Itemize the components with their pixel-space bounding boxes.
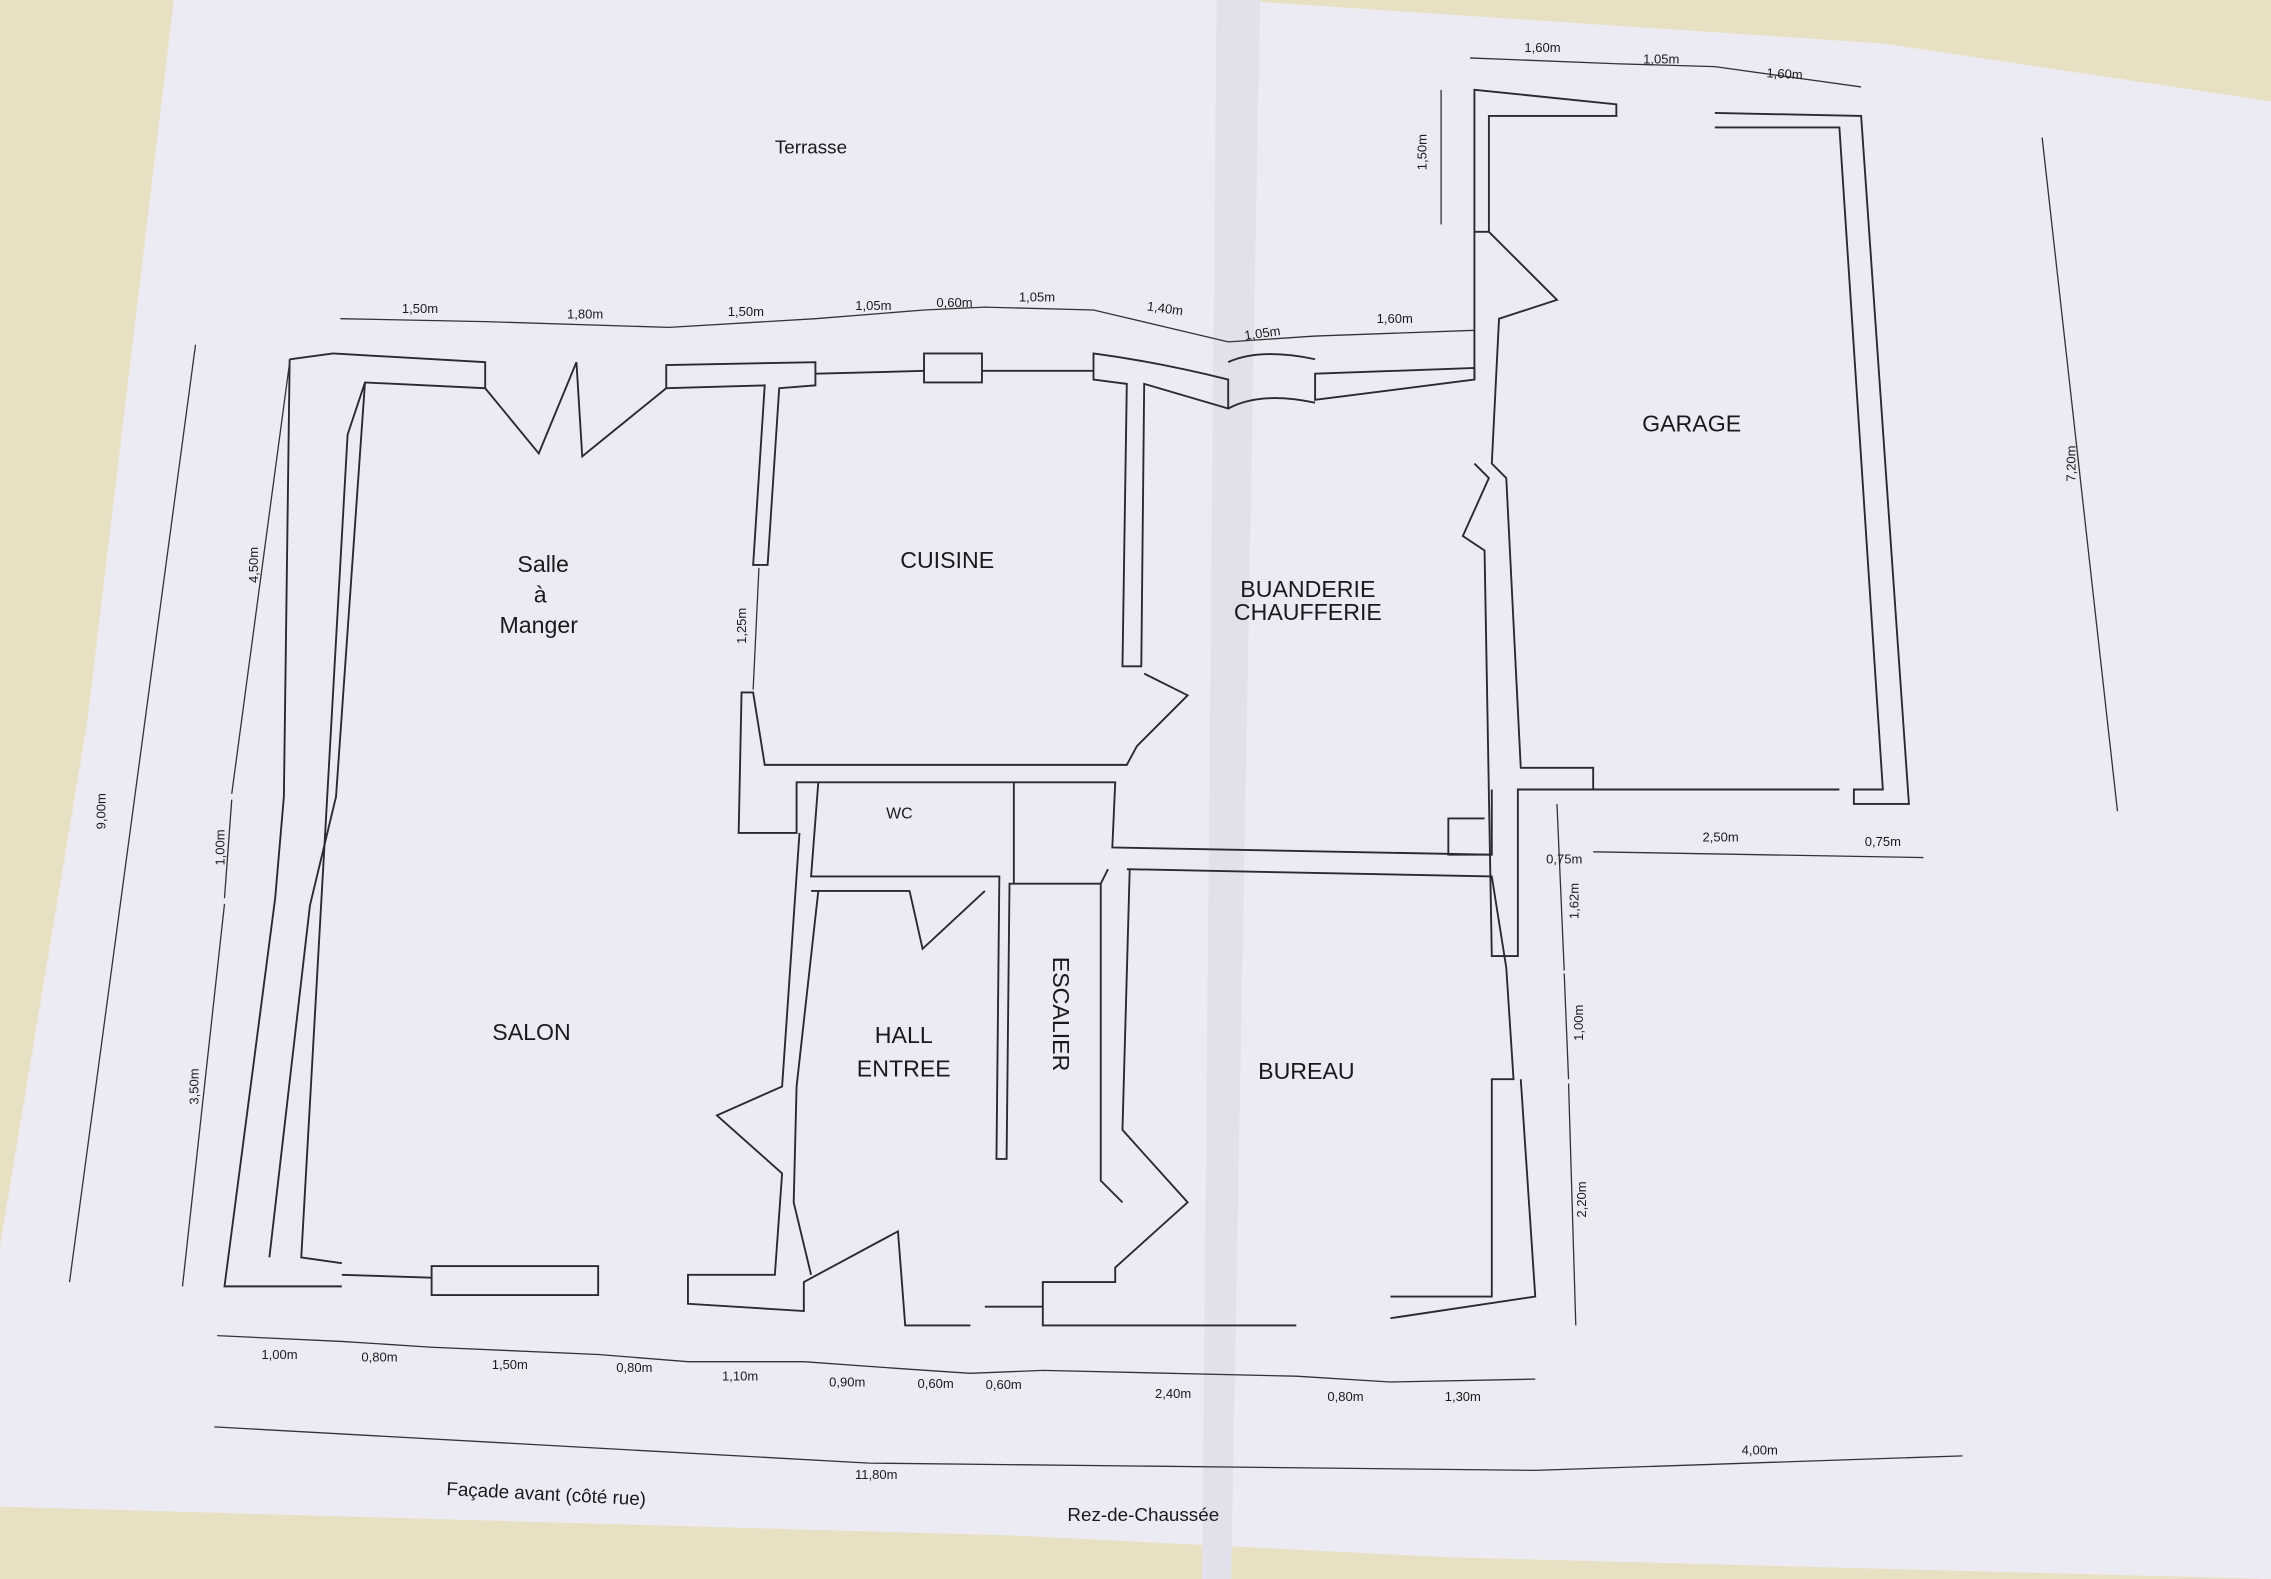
- dimension-label: 1,05m: [855, 298, 891, 313]
- dimension-label: 1,30m: [1445, 1389, 1481, 1404]
- dimension-labels: 1,50m 1,80m 1,50m 1,05m 0,60m 1,05m 1,40m 1,05m…: [94, 40, 2079, 1482]
- room-labels: Salle à Manger CUISINE BUANDERIE CHAUFFE…: [492, 411, 1741, 1085]
- dimension-label: 1,60m: [1766, 65, 1803, 82]
- dimension-label: 7,20m: [2063, 445, 2078, 481]
- dimension-label: 1,62m: [1567, 883, 1582, 919]
- dimension-label: 1,10m: [722, 1369, 758, 1384]
- dimension-label: 1,50m: [492, 1357, 528, 1372]
- room-bureau: BUREAU: [1258, 1058, 1355, 1084]
- dimension-label: 1,50m: [1415, 134, 1430, 170]
- room-escalier: ESCALIER: [1048, 957, 1074, 1072]
- room-hall: HALL: [875, 1022, 933, 1048]
- dimension-label: 4,50m: [246, 547, 261, 583]
- dimension-label: 1,60m: [1377, 311, 1413, 326]
- note-level: Rez-de-Chaussée: [1067, 1504, 1219, 1525]
- dimension-label: 0,75m: [1546, 851, 1582, 866]
- room-buanderie: CHAUFFERIE: [1234, 599, 1382, 625]
- dimension-label: 0,75m: [1865, 834, 1901, 849]
- dimension-label: 4,00m: [1742, 1442, 1778, 1457]
- dimension-label: 1,05m: [1643, 52, 1679, 67]
- dimension-label: 1,25m: [734, 608, 749, 644]
- room-buanderie: BUANDERIE: [1240, 576, 1375, 602]
- dimension-label: 1,50m: [728, 304, 764, 319]
- dimension-label: 3,50m: [186, 1068, 201, 1104]
- room-wc: WC: [886, 805, 913, 822]
- dimension-label: 1,05m: [1019, 289, 1055, 304]
- dimension-label: 1,40m: [1146, 299, 1184, 319]
- dimension-label: 1,50m: [402, 301, 438, 316]
- room-garage: GARAGE: [1642, 411, 1741, 437]
- dimension-label: 1,05m: [1243, 323, 1281, 343]
- dimension-label: 0,80m: [361, 1350, 397, 1365]
- dimension-label: 0,90m: [829, 1374, 865, 1389]
- room-salle-a-manger: Manger: [500, 612, 579, 638]
- dimension-label: 9,00m: [94, 793, 109, 829]
- room-salon: SALON: [492, 1019, 571, 1045]
- dimension-label: 0,80m: [616, 1360, 652, 1375]
- room-salle-a-manger: à: [534, 582, 547, 608]
- dimension-label: 0,80m: [1327, 1389, 1363, 1404]
- dimension-label: 0,60m: [936, 295, 972, 310]
- room-salle-a-manger: Salle: [517, 551, 568, 577]
- paper-fold-shadow: [1202, 0, 1261, 1579]
- dimension-lines: [68, 57, 2119, 1472]
- dimension-label: 0,60m: [918, 1376, 954, 1391]
- dimension-label: 11,80m: [855, 1467, 897, 1482]
- walls: [223, 88, 1910, 1327]
- dimension-label: 1,60m: [1524, 40, 1560, 55]
- dimension-label: 2,50m: [1703, 830, 1739, 845]
- dimension-label: 2,20m: [1574, 1181, 1589, 1217]
- dimension-label: 1,80m: [567, 307, 603, 322]
- dimension-label: 0,60m: [986, 1377, 1022, 1392]
- note-terrasse: Terrasse: [775, 137, 847, 158]
- dimension-label: 1,00m: [261, 1347, 297, 1362]
- room-hall: ENTREE: [857, 1055, 951, 1081]
- room-cuisine: CUISINE: [900, 547, 994, 573]
- dimension-label: 2,40m: [1155, 1386, 1191, 1401]
- dimension-label: 1,00m: [1571, 1005, 1586, 1041]
- dimension-label: 1,00m: [212, 829, 227, 865]
